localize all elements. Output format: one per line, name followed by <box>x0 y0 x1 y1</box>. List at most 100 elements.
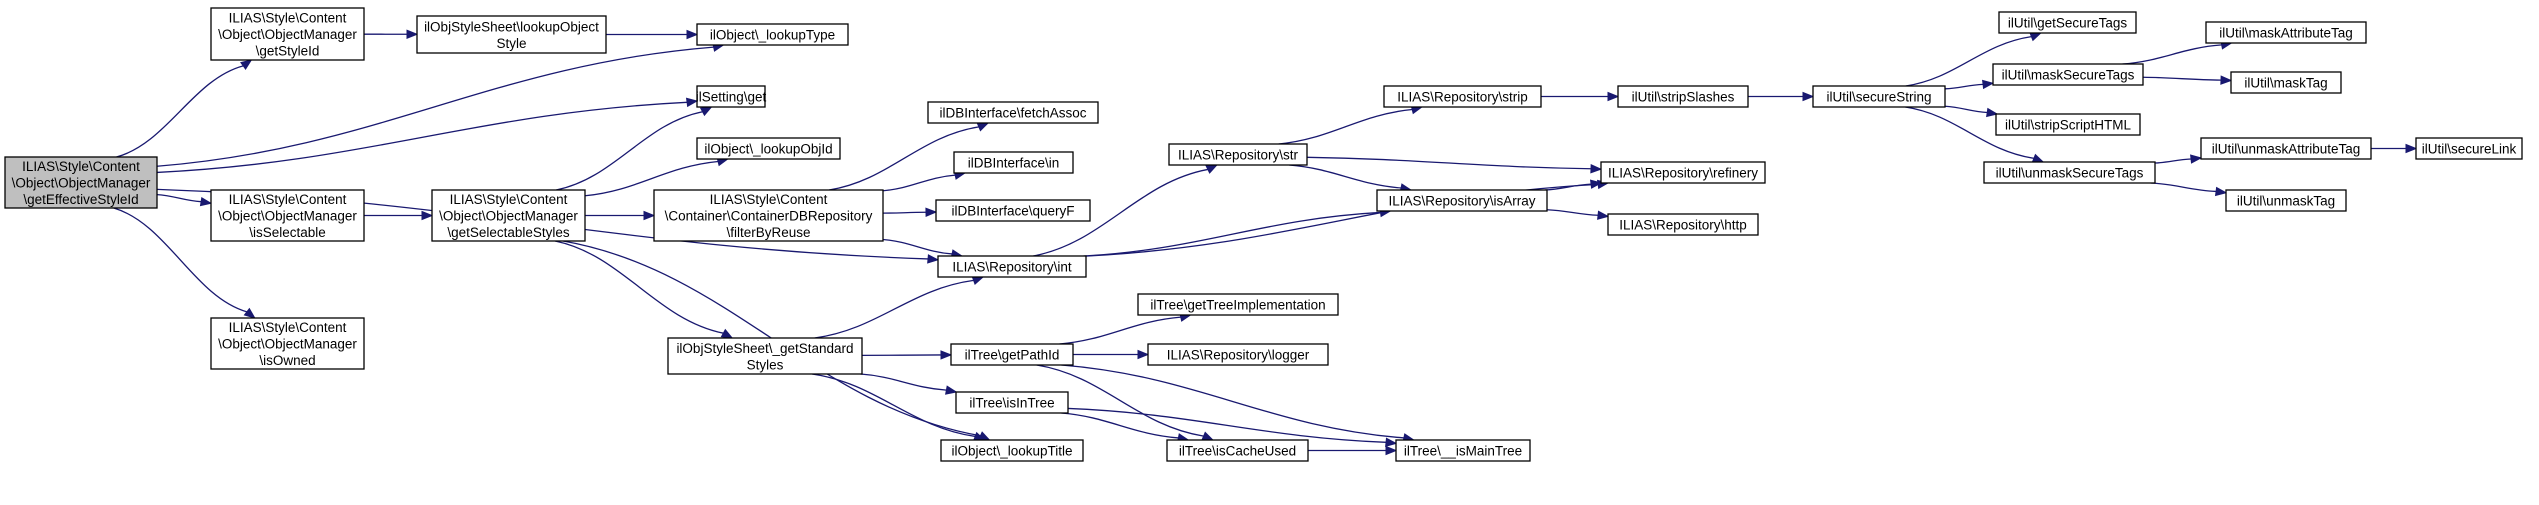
node-label-line: ILIAS\Repository\http <box>1619 218 1747 233</box>
edge-line <box>828 126 979 191</box>
edge-get-path-id-to-is-main-tree <box>1061 364 1415 443</box>
arrowhead <box>685 97 699 108</box>
edge-line <box>860 373 947 391</box>
node-setting-get[interactable]: ilSetting\get <box>696 85 767 108</box>
node-box <box>940 439 1084 462</box>
node-lookup-obj-id[interactable]: ilObject\_lookupObjId <box>696 137 841 160</box>
node-repo-is-array[interactable]: ILIAS\Repository\isArray <box>1376 189 1548 212</box>
node-label-line: ilDBInterface\queryF <box>951 204 1074 219</box>
edge-line <box>1061 364 1404 439</box>
node-label-line: ilObjStyleSheet\lookupObject <box>424 19 599 34</box>
node-box <box>937 255 1087 278</box>
arrowhead <box>699 106 713 117</box>
node-mask-tag[interactable]: ilUtil\maskTag <box>2230 71 2342 94</box>
node-box <box>2225 189 2347 212</box>
node-label-line: \Object\ObjectManager <box>12 176 151 191</box>
node-mask-attribute-tag[interactable]: ilUtil\maskAttributeTag <box>2205 21 2367 44</box>
node-box <box>955 391 1069 414</box>
node-lookup-type[interactable]: ilObject\_lookupType <box>696 23 849 46</box>
arrowhead <box>1986 107 1999 118</box>
edge-repo-str-to-repo-is-array <box>1289 164 1413 193</box>
arrowhead <box>2405 143 2418 154</box>
edge-line <box>1061 412 1179 439</box>
node-mask-secure-tags[interactable]: ilUtil\maskSecureTags <box>1992 63 2144 86</box>
node-is-selectable[interactable]: ILIAS\Style\Content\Object\ObjectManager… <box>210 189 365 242</box>
node-label-line: ilUtil\maskAttributeTag <box>2219 26 2353 41</box>
node-fetch-assoc[interactable]: ilDBInterface\fetchAssoc <box>927 101 1099 124</box>
node-label-line: ilUtil\getSecureTags <box>2008 16 2128 31</box>
arrowhead <box>2190 154 2203 164</box>
node-is-owned[interactable]: ILIAS\Style\Content\Object\ObjectManager… <box>210 317 365 370</box>
arrowhead <box>2031 153 2045 163</box>
node-label-line: \Object\ObjectManager <box>218 337 357 352</box>
node-box <box>1376 189 1548 212</box>
edge-line <box>584 160 719 197</box>
node-label-line: ILIAS\Style\Content <box>229 192 347 207</box>
node-label-line: ILIAS\Repository\logger <box>1167 348 1310 363</box>
edge-lookup-object-style-to-lookup-type <box>606 29 699 40</box>
edge-get-standard-styles-to-is-in-tree <box>860 373 958 395</box>
edge-line <box>116 65 244 158</box>
edge-mask-secure-tags-to-mask-tag <box>2142 75 2233 85</box>
edge-line <box>1289 164 1402 189</box>
node-unmask-secure-tags[interactable]: ilUtil\unmaskSecureTags <box>1983 161 2156 184</box>
node-box <box>431 189 586 242</box>
arrowhead <box>1802 91 1815 102</box>
node-label-line: ILIAS\Style\Content <box>229 11 347 26</box>
edge-secure-string-to-mask-secure-tags <box>1944 79 1995 90</box>
node-secure-link[interactable]: ilUtil\secureLink <box>2415 137 2523 160</box>
node-label-line: \getEffectiveStyleId <box>23 192 138 207</box>
node-strip-slashes[interactable]: ilUtil\stripSlashes <box>1617 85 1749 108</box>
edge-line <box>2142 76 2222 81</box>
node-is-main-tree[interactable]: ilTree\__isMainTree <box>1395 439 1531 462</box>
edge-repo-is-array-to-repo-refinery <box>1544 179 1603 191</box>
node-strip-script-html[interactable]: ilUtil\stripScriptHTML <box>1995 113 2141 136</box>
edge-line <box>2154 158 2192 164</box>
node-repo-refinery[interactable]: ILIAS\Repository\refinery <box>1600 161 1766 184</box>
node-query-f[interactable]: ilDBInterface\queryF <box>935 199 1091 222</box>
node-secure-string[interactable]: ilUtil\secureString <box>1812 85 1946 108</box>
node-lookup-title[interactable]: ilObject\_lookupTitle <box>940 439 1084 462</box>
node-get-tree-implementation[interactable]: ilTree\getTreeImplementation <box>1137 293 1339 316</box>
node-filter-by-reuse[interactable]: ILIAS\Style\Content\Container\ContainerD… <box>653 189 884 242</box>
arrowhead <box>927 254 940 264</box>
node-is-cache-used[interactable]: ilTree\isCacheUsed <box>1166 439 1309 462</box>
node-repo-str[interactable]: ILIAS\Repository\str <box>1168 143 1308 166</box>
edge-root-to-setting-get <box>156 97 699 174</box>
node-repo-http[interactable]: ILIAS\Repository\http <box>1607 213 1759 236</box>
node-get-style-id[interactable]: ILIAS\Style\Content\Object\ObjectManager… <box>210 7 365 61</box>
node-label-line: ilUtil\maskTag <box>2244 76 2327 91</box>
node-label-line: \filterByReuse <box>726 225 810 240</box>
node-label-line: Style <box>496 36 526 51</box>
node-repo-strip[interactable]: ILIAS\Repository\strip <box>1383 85 1542 108</box>
node-root[interactable]: ILIAS\Style\Content\Object\ObjectManager… <box>4 156 158 209</box>
edge-get-selectable-styles-to-filter-by-reuse <box>585 210 656 221</box>
node-label-line: Styles <box>747 357 784 372</box>
node-get-selectable-styles[interactable]: ILIAS\Style\Content\Object\ObjectManager… <box>431 189 586 242</box>
node-db-in[interactable]: ilDBInterface\in <box>953 151 1074 174</box>
node-box <box>1812 85 1946 108</box>
node-unmask-tag[interactable]: ilUtil\unmaskTag <box>2225 189 2347 212</box>
node-box <box>1600 161 1766 184</box>
arrowhead <box>2220 75 2233 85</box>
node-get-path-id[interactable]: ilTree\getPathId <box>950 343 1074 366</box>
node-unmask-attribute-tag[interactable]: ilUtil\unmaskAttributeTag <box>2200 137 2372 160</box>
edge-secure-string-to-strip-script-html <box>1944 105 1999 118</box>
node-label-line: ilTree\__isMainTree <box>1404 444 1522 459</box>
arrowhead <box>406 29 419 40</box>
node-label-line: ILIAS\Repository\int <box>952 260 1072 275</box>
edge-root-to-is-selectable <box>156 193 213 207</box>
edge-filter-by-reuse-to-db-in <box>882 170 967 192</box>
node-label-line: ILIAS\Repository\refinery <box>1608 166 1758 181</box>
node-label-line: \getStyleId <box>256 44 320 59</box>
node-get-secure-tags[interactable]: ilUtil\getSecureTags <box>1998 11 2137 34</box>
node-repo-logger[interactable]: ILIAS\Repository\logger <box>1147 343 1329 366</box>
arrowhead <box>925 207 938 218</box>
node-label-line: ilUtil\secureLink <box>2422 142 2517 157</box>
node-repo-int[interactable]: ILIAS\Repository\int <box>937 255 1087 278</box>
node-is-in-tree[interactable]: ilTree\isInTree <box>955 391 1069 414</box>
node-label-line: ilUtil\stripScriptHTML <box>2005 118 2132 133</box>
node-label-line: \Object\ObjectManager <box>218 27 357 42</box>
